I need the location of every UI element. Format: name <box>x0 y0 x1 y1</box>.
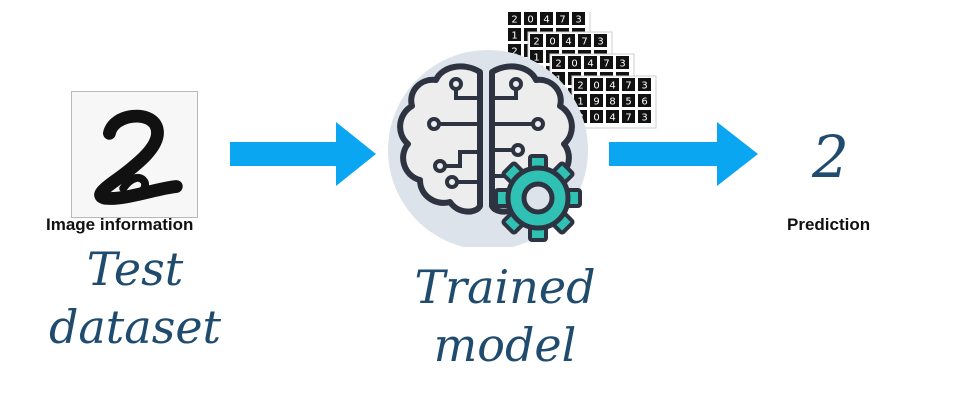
digit-thumbnail-glyph: 3 <box>641 113 647 124</box>
digit-thumbnail-glyph: 0 <box>527 15 533 26</box>
digit-thumbnail <box>584 56 597 69</box>
digit-thumbnail <box>574 78 587 91</box>
arrow-right-icon <box>609 122 758 186</box>
digit-thumbnail <box>622 94 635 107</box>
digit-thumbnail-glyph: 0 <box>593 113 599 124</box>
digit-thumbnail-glyph: 4 <box>565 37 571 48</box>
digit-thumbnail <box>606 94 619 107</box>
digit-thumbnail <box>568 56 581 69</box>
digit-thumbnail <box>562 34 575 47</box>
digit-thumbnail-glyph: 0 <box>593 81 599 92</box>
digit-thumbnail-glyph: 4 <box>609 113 615 124</box>
digit-thumbnail <box>546 34 559 47</box>
digit-thumbnail-glyph: 7 <box>603 59 609 70</box>
digit-thumbnail-glyph: 0 <box>571 59 577 70</box>
digit-thumbnail-glyph: 3 <box>619 59 625 70</box>
prediction-value: 2 <box>812 123 849 191</box>
digit-thumbnail-glyph: 4 <box>609 81 615 92</box>
digit-thumbnail <box>540 12 553 25</box>
digit-thumbnail <box>508 12 521 25</box>
test-dataset-line2: dataset <box>48 300 222 354</box>
digit-thumbnail <box>578 34 591 47</box>
digit-thumbnail-glyph: 8 <box>609 97 615 108</box>
digit-thumbnail <box>638 110 651 123</box>
digit-thumbnail <box>530 34 543 47</box>
digit-thumbnail <box>524 12 537 25</box>
digit-thumbnail-glyph: 1 <box>577 97 583 108</box>
digit-thumbnail <box>590 94 603 107</box>
digit-thumbnail <box>590 78 603 91</box>
digit-thumbnail-glyph: 9 <box>593 97 599 108</box>
test-dataset-label: Test dataset <box>40 240 230 356</box>
digit-thumbnail-glyph: 4 <box>543 15 549 26</box>
digit-thumbnail-glyph: 3 <box>597 37 603 48</box>
digit-thumbnail <box>594 34 607 47</box>
digit-thumbnail-glyph: 6 <box>641 97 647 108</box>
digit-thumbnail-glyph: 7 <box>625 113 631 124</box>
digit-thumbnail-glyph: 7 <box>625 81 631 92</box>
digit-thumbnail-glyph: 4 <box>587 59 593 70</box>
digit-thumbnail <box>600 56 613 69</box>
digit-thumbnail-glyph: 2 <box>511 15 517 26</box>
digit-thumbnail <box>574 94 587 107</box>
digit-thumbnail <box>530 50 543 63</box>
digit-thumbnail <box>508 28 521 41</box>
digit-thumbnail-glyph: 2 <box>511 47 517 58</box>
handwritten-digit-image <box>71 91 198 218</box>
digit-thumbnail-glyph: 2 <box>533 37 539 48</box>
digit-thumbnail <box>552 56 565 69</box>
digit-thumbnail-glyph: 0 <box>549 37 555 48</box>
digit-thumbnail-glyph: 5 <box>625 97 631 108</box>
digit-thumbnail <box>606 110 619 123</box>
digit-thumbnail-glyph: 3 <box>641 81 647 92</box>
prediction-caption: Prediction <box>787 215 871 234</box>
digit-thumbnail <box>616 56 629 69</box>
digit-thumbnail <box>638 94 651 107</box>
brain-circuit-icon <box>388 50 588 247</box>
gear-icon <box>494 154 582 242</box>
digit-thumbnail <box>590 110 603 123</box>
test-dataset-line1: Test <box>86 242 184 296</box>
digit-thumbnail-glyph: 7 <box>559 15 565 26</box>
digit-thumbnail <box>572 12 585 25</box>
digit-thumbnail <box>638 78 651 91</box>
digit-thumbnail <box>556 12 569 25</box>
digit-thumbnail-glyph: 3 <box>575 15 581 26</box>
digit-thumbnail <box>622 78 635 91</box>
digit-2-icon <box>94 109 183 205</box>
trained-model-line1: Trained <box>414 260 596 314</box>
arrow-right-icon <box>230 122 376 186</box>
trained-model-label: Trained model <box>405 258 605 374</box>
digit-thumbnail-glyph: 7 <box>581 37 587 48</box>
trained-model-line2: model <box>433 318 577 372</box>
digit-thumbnail-glyph: 2 <box>555 59 561 70</box>
digit-thumbnail-glyph: 1 <box>511 31 517 42</box>
digit-thumbnail-glyph: 2 <box>577 81 583 92</box>
digit-thumbnail <box>622 110 635 123</box>
digit-thumbnail-glyph: 1 <box>533 53 539 64</box>
digit-thumbnail <box>606 78 619 91</box>
image-information-caption: Image information <box>46 215 194 234</box>
